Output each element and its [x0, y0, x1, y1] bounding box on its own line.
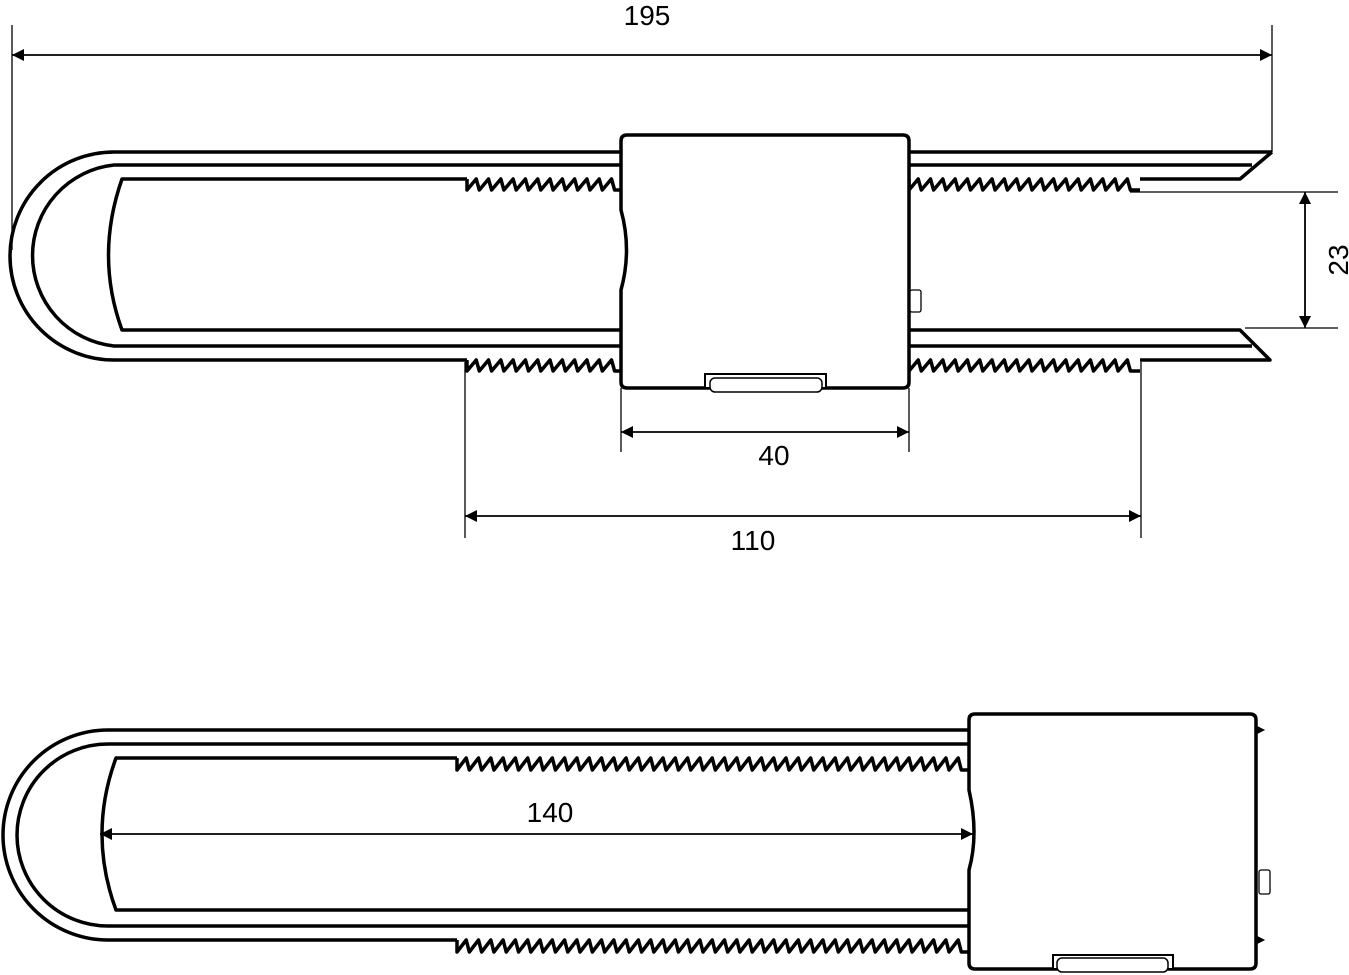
dimension-110: 110 [464, 362, 1142, 556]
outer-shackle [8, 150, 1272, 362]
release-button-closed [1258, 869, 1271, 895]
bottom-view [1, 712, 1271, 973]
shackle-tip-marks [1255, 725, 1266, 945]
dimension-23: 23 [1130, 191, 1349, 329]
teeth-top-closed [455, 756, 969, 772]
teeth-top-left [465, 177, 621, 192]
inner-plate [106, 177, 620, 332]
release-button [909, 289, 922, 313]
teeth-bottom-right [907, 358, 1140, 373]
dimension-label-110: 110 [731, 525, 776, 556]
lock-block [619, 133, 911, 390]
teeth-bottom-closed [455, 938, 969, 954]
slide-tab-closed [1056, 957, 1169, 973]
dimension-label-40: 40 [758, 440, 789, 471]
inner-shackle [30, 163, 1252, 348]
teeth-top-right [907, 177, 1140, 192]
dimension-label-140: 140 [527, 797, 574, 828]
outer-shackle-closed [1, 728, 968, 942]
dimension-195: 195 [11, 0, 1273, 250]
dimension-label-23: 23 [1323, 244, 1349, 275]
dimension-label-195: 195 [624, 0, 671, 31]
inner-shackle-closed [15, 742, 968, 928]
top-view [8, 133, 1274, 393]
shackle-bottom-end [620, 150, 1274, 362]
dimension-40: 40 [620, 388, 910, 471]
teeth-bottom-left [465, 358, 621, 373]
slide-tab [709, 377, 823, 393]
dimension-140: 140 [100, 797, 973, 840]
lock-block-closed [967, 712, 1258, 971]
